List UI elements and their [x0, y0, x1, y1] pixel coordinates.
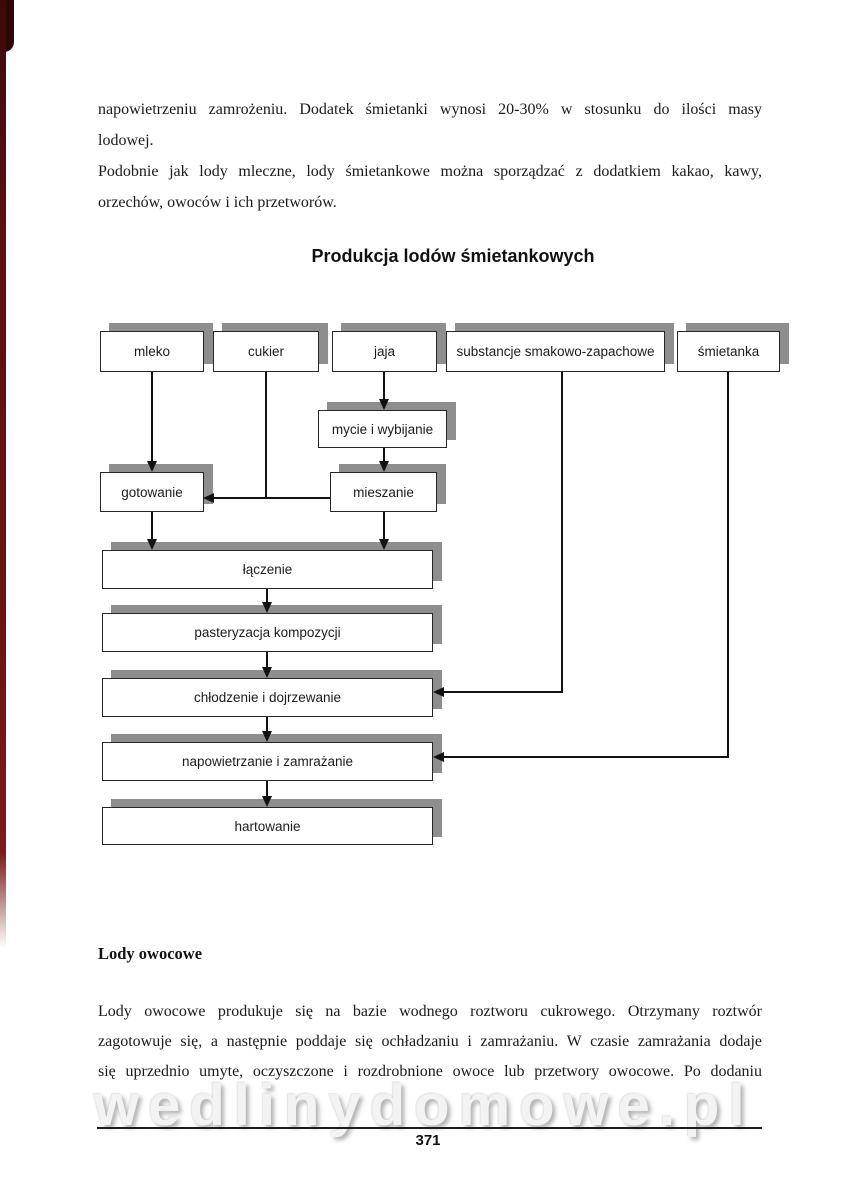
arrow-substancje-to-chlodzenie — [444, 691, 563, 693]
box-mycie-i-wybijanie: mycie i wybijanie — [318, 410, 447, 448]
box-jaja: jaja — [332, 331, 437, 372]
arrowhead-jaja-to-mycie — [379, 399, 389, 410]
paragraph-line: się uprzednio umyte, oczyszczone i rozdr… — [98, 1063, 762, 1080]
line-substancje-down — [561, 372, 563, 693]
paragraph-line: Lody owocowe produkuje się na bazie wodn… — [98, 1003, 762, 1020]
box-gotowanie: gotowanie — [100, 472, 204, 512]
arrow-pasteryzacja-to-chlodzenie — [266, 652, 268, 667]
page-number: 371 — [415, 1132, 441, 1149]
arrow-mycie-to-mieszanie — [383, 448, 385, 462]
arrowhead-mycie-to-mieszanie — [379, 461, 389, 472]
box-cukier: cukier — [213, 331, 319, 372]
box-napowietrzanie-i-zamrazanie: napowietrzanie i zamrażanie — [102, 742, 433, 781]
box-hartowanie: hartowanie — [102, 807, 433, 845]
arrow-smietanka-to-napowietrzanie — [444, 756, 729, 758]
arrowhead-gotowanie-to-laczenie — [147, 539, 157, 550]
line-smietanka-down — [727, 372, 729, 758]
arrow-mieszanie-to-laczenie — [383, 512, 385, 540]
arrowhead-napowietrzanie-to-hartowanie — [262, 796, 272, 807]
arrow-mleko-to-gotowanie — [151, 372, 153, 462]
box-pasteryzacja-kompozycji: pasteryzacja kompozycji — [102, 613, 433, 652]
box-laczenie: łączenie — [102, 550, 433, 589]
paragraph-line: napowietrzeniu zamrożeniu. Dodatek śmiet… — [98, 101, 762, 118]
paragraph-line: zagotowuje się, a następnie poddaje się … — [98, 1033, 762, 1050]
arrowhead-pasteryzacja-to-chlodzenie — [262, 667, 272, 678]
box-mleko: mleko — [100, 331, 204, 372]
section-heading: Lody owocowe — [98, 944, 203, 963]
arrowhead-smietanka-to-napowietrzanie — [433, 752, 444, 762]
line-cukier-down — [265, 372, 267, 499]
paragraph-line: lodowej. — [98, 132, 154, 149]
arrow-jaja-to-mycie — [383, 372, 385, 400]
arrowhead-mieszanie-to-laczenie — [379, 539, 389, 550]
diagram-title: Produkcja lodów śmietankowych — [311, 246, 595, 266]
arrowhead-substancje-to-chlodzenie — [433, 687, 444, 697]
arrowhead-chlodzenie-to-napowietrzanie — [262, 731, 272, 742]
box-mieszanie: mieszanie — [330, 472, 437, 512]
arrow-mieszanie-to-gotowanie — [214, 497, 330, 499]
footer-rule — [97, 1127, 762, 1129]
arrowhead-laczenie-to-pasteryzacja — [262, 602, 272, 613]
arrow-napowietrzanie-to-hartowanie — [266, 781, 268, 796]
paragraph-line: orzechów, owoców i ich przetworów. — [98, 194, 337, 211]
paragraph-line: Podobnie jak lody mleczne, lody śmietank… — [98, 163, 762, 180]
arrow-laczenie-to-pasteryzacja — [266, 589, 268, 603]
scan-edge-line — [0, 0, 6, 948]
arrowhead-mieszanie-to-gotowanie — [203, 493, 214, 503]
box-substancje-smakowo-zapachowe: substancje smakowo-zapachowe — [446, 331, 665, 372]
box-smietanka: śmietanka — [677, 331, 780, 372]
arrow-chlodzenie-to-napowietrzanie — [266, 717, 268, 731]
arrow-gotowanie-to-laczenie — [151, 512, 153, 540]
box-chlodzenie-i-dojrzewanie: chłodzenie i dojrzewanie — [102, 678, 433, 717]
arrowhead-mleko-to-gotowanie — [147, 461, 157, 472]
